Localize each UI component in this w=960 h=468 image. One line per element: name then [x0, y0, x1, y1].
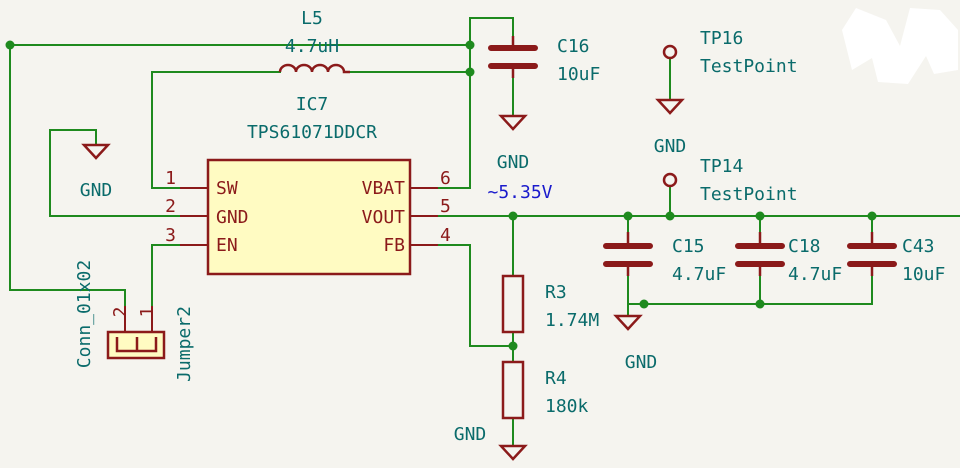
wire-sw-loop	[151, 71, 281, 189]
capacitor-plates	[847, 243, 897, 267]
capacitor-ref-label: C18	[788, 236, 821, 257]
capacitor-plates	[488, 45, 538, 69]
wire-vin-to-jumper	[9, 44, 126, 307]
wire-en-to-jumper	[151, 244, 181, 307]
ic-value-label: TPS61071DDCR	[247, 122, 377, 143]
capacitor-plates	[735, 243, 785, 267]
capacitor-c43[interactable]	[847, 232, 897, 276]
resistor-ref-label: R3	[545, 282, 567, 303]
capacitor-value-label: 4.7uF	[788, 264, 842, 285]
connector-pin-lines	[124, 306, 153, 332]
ground-label: GND	[497, 152, 530, 173]
net-label-vout: ~5.35V	[487, 182, 552, 203]
capacitor-c15[interactable]	[603, 232, 653, 276]
resistor-r4[interactable]	[501, 360, 525, 420]
ic-pin-name: VOUT	[362, 207, 406, 228]
wire-ic-gnd	[49, 129, 181, 217]
ground-label: GND	[654, 136, 687, 157]
capacitor-c18[interactable]	[735, 232, 785, 276]
capacitor-value-label: 10uF	[557, 64, 600, 85]
junction-dot	[755, 299, 765, 309]
wire-c16-top	[469, 17, 514, 37]
junction-dot	[465, 40, 475, 50]
paste-artifact-blob	[842, 8, 958, 84]
testpoint-circle	[662, 172, 678, 188]
ground-symbol	[81, 143, 111, 160]
ic-pin-number: 3	[165, 225, 176, 246]
ic-ref-label: IC7	[296, 94, 329, 115]
ic-pin-name: EN	[216, 235, 238, 256]
capacitor-value-label: 4.7uF	[672, 264, 726, 285]
ground-symbol	[655, 98, 685, 115]
testpoint-ref-label: TP14	[700, 156, 743, 177]
ic-body	[206, 158, 412, 276]
testpoint-ref-label: TP16	[700, 28, 743, 49]
ic-pin-number: 4	[440, 225, 451, 246]
ic-pin-name: FB	[383, 235, 405, 256]
ic-pin-name: GND	[216, 207, 249, 228]
wires	[9, 17, 960, 447]
ic-pin-number: 6	[440, 168, 451, 189]
inductor-l5[interactable]	[278, 63, 350, 74]
capacitor-value-label: 10uF	[902, 264, 945, 285]
resistor-ref-label: R4	[545, 368, 567, 389]
junction-dot	[465, 67, 475, 77]
ground-symbol	[613, 314, 643, 331]
resistor-value-label: 1.74M	[545, 310, 599, 331]
inductor-coil	[278, 63, 350, 74]
inductor-ref-label: L5	[301, 8, 323, 29]
ic-tps61071[interactable]: 1 2 3 6 5 4 SW GND EN VBAT VOUT FB	[165, 158, 451, 276]
junction-dot	[867, 211, 877, 221]
ground-label: GND	[625, 352, 658, 373]
junction-dot	[755, 211, 765, 221]
connector-pin-number: 1	[137, 307, 158, 318]
testpoint-value-label: TestPoint	[700, 56, 798, 77]
junction-dot	[623, 211, 633, 221]
resistor-body	[501, 360, 525, 420]
ground-label: GND	[454, 424, 487, 445]
wire-fb	[437, 244, 514, 347]
ground-symbol	[498, 114, 528, 131]
testpoint-value-label: TestPoint	[700, 184, 798, 205]
ground-symbol	[498, 444, 528, 461]
junction-dot	[5, 40, 15, 50]
testpoint-circle	[662, 44, 678, 60]
ic-pin-number: 1	[165, 168, 176, 189]
resistor-body	[501, 274, 525, 334]
connector-pin-number: 2	[110, 307, 131, 318]
ic-pin-lines	[180, 187, 438, 246]
junctions	[5, 40, 877, 351]
resistor-r3[interactable]	[501, 274, 525, 334]
connector-jumper2[interactable]	[106, 306, 166, 360]
capacitor-ref-label: C43	[902, 236, 935, 257]
ground-symbols	[81, 98, 685, 461]
junction-dot	[639, 299, 649, 309]
resistor-value-label: 180k	[545, 396, 589, 417]
connector-pin-slots	[115, 337, 158, 353]
ground-label: GND	[80, 180, 113, 201]
ic-pin-name: SW	[216, 178, 238, 199]
capacitor-c16[interactable]	[488, 36, 538, 78]
connector-ref-label: Jumper2	[174, 306, 195, 382]
junction-dot	[665, 211, 675, 221]
testpoint-tp14[interactable]	[662, 172, 678, 188]
ic-pin-name: VBAT	[362, 178, 406, 199]
inductor-value-label: 4.7uH	[285, 36, 339, 57]
testpoint-tp16[interactable]	[662, 44, 678, 60]
connector-value-label: Conn_01x02	[74, 260, 95, 368]
capacitor-ref-label: C15	[672, 236, 705, 257]
capacitor-plates	[603, 243, 653, 267]
junction-dot	[508, 341, 518, 351]
capacitor-ref-label: C16	[557, 36, 590, 57]
ic-pin-number: 2	[165, 196, 176, 217]
junction-dot	[508, 211, 518, 221]
ic-pin-number: 5	[440, 196, 451, 217]
